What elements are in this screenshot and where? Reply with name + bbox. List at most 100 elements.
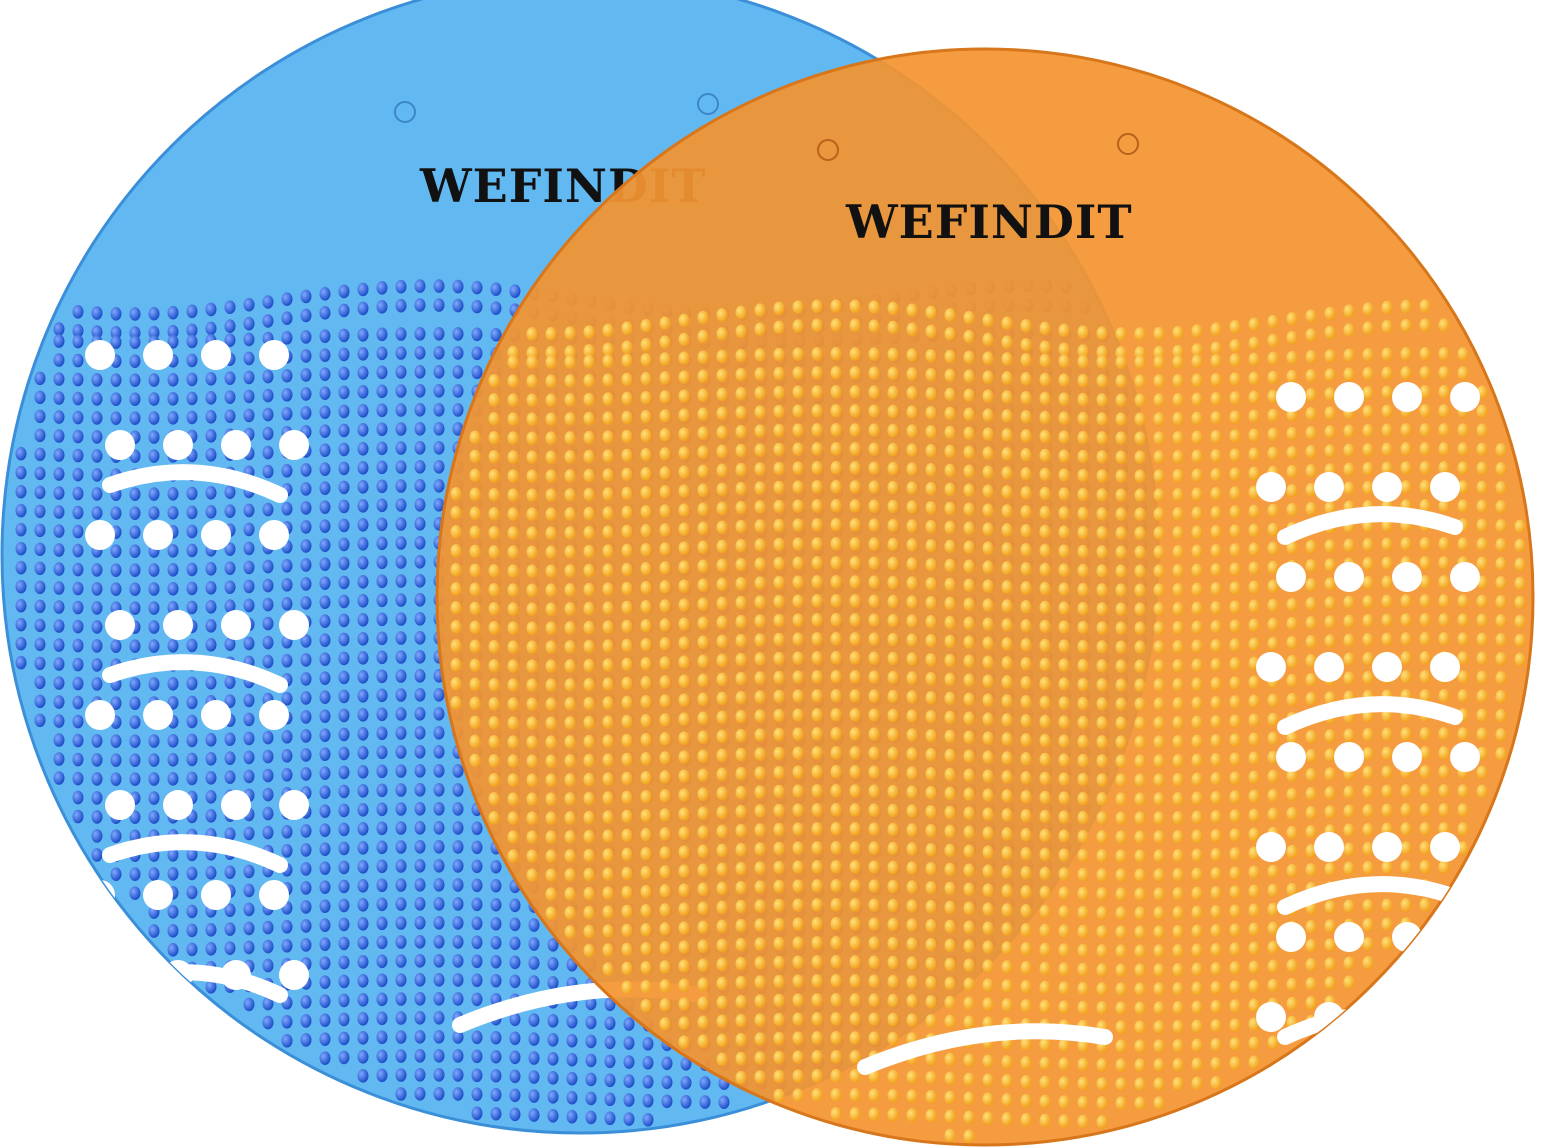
bump: [811, 318, 823, 333]
bump: [338, 898, 350, 913]
bump: [1419, 822, 1431, 836]
bump: [1020, 751, 1032, 766]
bump: [1438, 784, 1450, 798]
bump: [376, 802, 388, 817]
bump: [395, 859, 407, 873]
bump: [583, 582, 595, 597]
bump: [906, 576, 918, 590]
bump: [414, 859, 426, 873]
bump: [830, 366, 842, 380]
bump: [490, 916, 502, 931]
bump: [110, 392, 122, 406]
bump: [944, 349, 956, 364]
bump: [547, 1014, 559, 1028]
bump: [319, 804, 331, 818]
bump: [490, 859, 502, 874]
bump: [526, 602, 538, 616]
bump: [1229, 847, 1241, 861]
bump: [281, 368, 293, 383]
bump: [830, 632, 842, 646]
bump: [1153, 431, 1165, 445]
bump: [1020, 656, 1032, 671]
bump: [148, 753, 160, 767]
bump: [906, 785, 918, 799]
bump: [773, 803, 785, 818]
bump: [224, 941, 236, 955]
bump: [1210, 1056, 1222, 1071]
bump: [1134, 925, 1146, 939]
bump: [906, 424, 918, 438]
bump: [34, 371, 46, 386]
bump: [1362, 556, 1374, 571]
bump: [1305, 406, 1317, 421]
bump: [1229, 714, 1241, 728]
bump: [1286, 311, 1298, 326]
bump: [1172, 1019, 1184, 1034]
bump: [640, 941, 652, 956]
bump: [1381, 632, 1393, 647]
bump: [1096, 773, 1108, 787]
bump: [376, 384, 388, 399]
bump: [1191, 905, 1203, 920]
bump: [1115, 754, 1127, 768]
bump: [545, 450, 557, 464]
drain-hole: [105, 960, 135, 990]
orange-bump-pattern: [450, 299, 1526, 1144]
bump: [148, 791, 160, 805]
bump: [15, 598, 27, 613]
bump: [469, 658, 481, 673]
bump: [1267, 560, 1279, 575]
bump: [963, 863, 975, 878]
bump: [490, 935, 502, 950]
bump: [1229, 961, 1241, 975]
bump: [1153, 374, 1165, 388]
bump: [319, 937, 331, 951]
bump: [963, 329, 975, 344]
bump: [1438, 727, 1450, 741]
bump: [1001, 1055, 1013, 1069]
bump: [963, 483, 975, 498]
bump: [72, 543, 84, 558]
bump: [1514, 652, 1526, 667]
bump: [1476, 518, 1488, 533]
bump: [1020, 523, 1032, 538]
bump: [944, 1090, 956, 1105]
bump: [564, 507, 576, 521]
bump: [1495, 481, 1507, 495]
bump: [1115, 640, 1127, 654]
bump: [754, 880, 766, 894]
bump: [1400, 423, 1412, 437]
bump: [414, 498, 426, 512]
bump: [773, 366, 785, 381]
bump: [944, 1014, 956, 1029]
bump: [1362, 917, 1374, 932]
bump: [735, 918, 747, 933]
bump: [792, 936, 804, 950]
bump: [659, 428, 671, 442]
bump: [1039, 676, 1051, 691]
bump: [621, 600, 633, 615]
bump: [1039, 600, 1051, 615]
bump: [471, 1049, 483, 1064]
bump: [490, 282, 502, 296]
bump: [678, 313, 690, 328]
bump: [1419, 556, 1431, 570]
bump: [110, 325, 122, 340]
bump: [830, 708, 842, 722]
bump: [868, 670, 880, 684]
bump: [887, 1069, 899, 1084]
bump: [1400, 632, 1412, 646]
bump: [735, 994, 747, 1009]
bump: [1495, 728, 1507, 742]
bump: [1324, 615, 1336, 629]
bump: [773, 1069, 785, 1084]
bump: [792, 708, 804, 722]
bump: [1419, 670, 1431, 684]
bump: [338, 518, 350, 533]
bump: [186, 866, 198, 881]
bump: [830, 898, 842, 912]
blue-hanging-hole-right: [697, 93, 719, 115]
bump: [167, 696, 179, 710]
bump: [1001, 637, 1013, 651]
drain-hole: [1276, 382, 1306, 412]
